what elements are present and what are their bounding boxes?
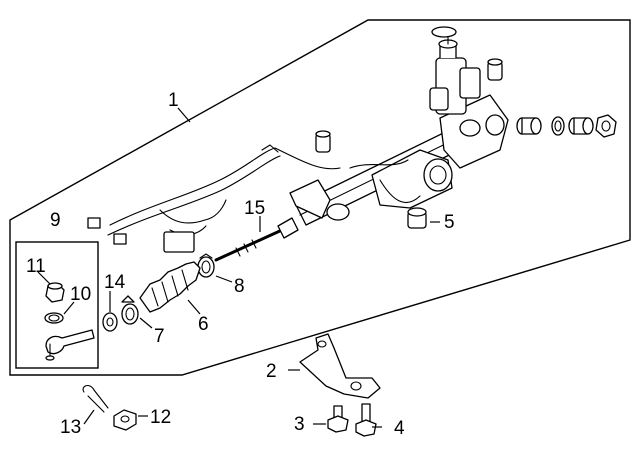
bolt-icon (355, 403, 377, 437)
bolt-icon (327, 405, 349, 433)
spring-icon (551, 116, 565, 136)
connector-icon (163, 231, 195, 253)
callout-1: 1 (168, 90, 179, 111)
callout-3: 3 (294, 414, 305, 435)
bushing-icon (487, 58, 503, 81)
mounting-bracket-icon (299, 333, 381, 399)
inner-tie-rod-icon (214, 217, 299, 262)
callout-15: 15 (244, 198, 265, 219)
callout-12: 12 (150, 407, 171, 428)
boot-icon (139, 261, 201, 313)
nut-icon (595, 114, 617, 138)
callout-9: 9 (50, 210, 61, 231)
tie-rod-kit-frame (15, 241, 99, 369)
jam-nut-icon (102, 312, 118, 332)
callout-2: 2 (266, 361, 277, 382)
callout-11: 11 (26, 256, 46, 277)
seal-icon (568, 117, 594, 135)
callout-4: 4 (394, 418, 405, 439)
bushing-icon (407, 207, 427, 229)
callout-labels: 1 2 3 4 5 6 7 8 9 10 11 12 13 14 15 (26, 90, 455, 439)
callout-5: 5 (444, 212, 455, 233)
seal-icon (516, 117, 542, 135)
connector-icon (87, 217, 101, 229)
outer-tie-rod-icon (45, 329, 95, 361)
callout-6: 6 (198, 314, 209, 335)
steering-gear-assembly (87, 26, 617, 253)
assembly-frame (9, 19, 631, 376)
seal-icon (44, 312, 64, 324)
nut-icon (45, 282, 65, 303)
callout-10: 10 (70, 284, 91, 305)
nut-icon (113, 409, 137, 431)
leader-lines (37, 107, 440, 428)
connector-icon (113, 233, 127, 245)
bushing-icon (315, 130, 331, 153)
callout-8: 8 (234, 276, 245, 297)
clamp-icon (197, 253, 215, 278)
clamp-icon (121, 295, 139, 325)
cotter-pin-icon (82, 384, 109, 413)
callout-14: 14 (104, 272, 126, 293)
callout-13: 13 (60, 417, 81, 438)
callout-7: 7 (154, 326, 165, 347)
